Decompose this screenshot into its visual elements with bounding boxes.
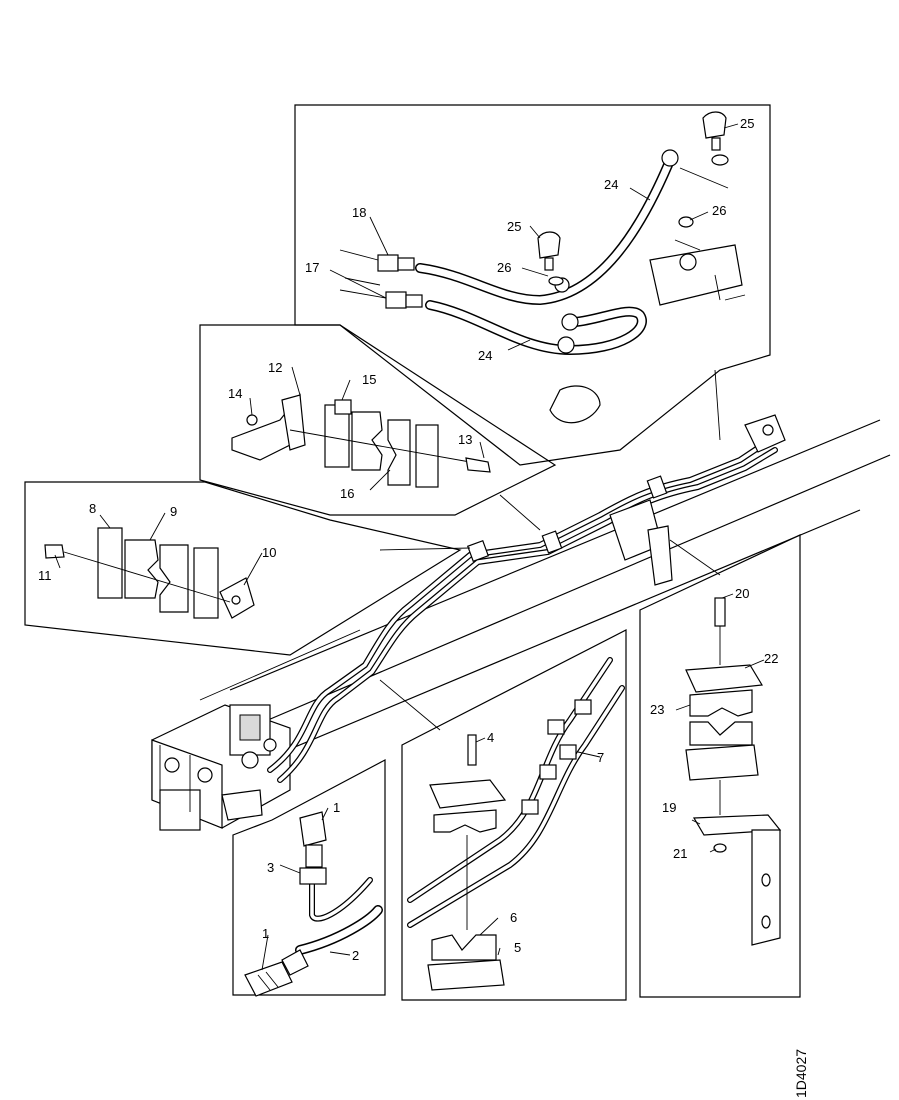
callout-3: 3 bbox=[267, 860, 274, 875]
detail-frame bbox=[24, 481, 462, 656]
callout-13: 13 bbox=[458, 432, 472, 447]
detail-frame bbox=[232, 759, 386, 996]
callout-11: 11 bbox=[38, 568, 52, 583]
callout-26-left: 26 bbox=[497, 260, 511, 275]
detail-frame bbox=[401, 629, 627, 1001]
control-valve-block bbox=[151, 704, 291, 831]
callout-24-upper: 24 bbox=[604, 177, 618, 192]
callout-7: 7 bbox=[597, 750, 604, 765]
drawing-reference-number: 1D4027 bbox=[793, 1049, 809, 1098]
callout-6: 6 bbox=[510, 910, 517, 925]
detail-clamp-4-7 bbox=[401, 629, 627, 1001]
detail-clamp-12-16 bbox=[199, 324, 557, 516]
detail-fittings-1-3 bbox=[232, 759, 386, 997]
callout-1-bottom: 1 bbox=[262, 926, 269, 941]
callout-24-lower: 24 bbox=[478, 348, 492, 363]
callout-15: 15 bbox=[362, 372, 376, 387]
callout-2: 2 bbox=[352, 948, 359, 963]
callout-5: 5 bbox=[514, 940, 521, 955]
detail-hoses bbox=[294, 104, 771, 466]
callout-17: 17 bbox=[305, 260, 319, 275]
callout-12: 12 bbox=[268, 360, 282, 375]
callout-25-left: 25 bbox=[507, 219, 521, 234]
callout-labels: 1 3 1 2 4 6 5 7 8 9 10 11 12 13 14 15 16… bbox=[38, 116, 778, 963]
callout-14: 14 bbox=[228, 386, 242, 401]
callout-4: 4 bbox=[487, 730, 494, 745]
callout-22: 22 bbox=[764, 651, 778, 666]
main-assembly bbox=[151, 414, 891, 831]
detail-clamp-8-11 bbox=[24, 481, 462, 656]
callout-9: 9 bbox=[170, 504, 177, 519]
callout-8: 8 bbox=[89, 501, 96, 516]
callout-16: 16 bbox=[340, 486, 354, 501]
callout-26-right: 26 bbox=[712, 203, 726, 218]
callout-18: 18 bbox=[352, 205, 366, 220]
detail-frame bbox=[639, 534, 801, 998]
callout-25-right: 25 bbox=[740, 116, 754, 131]
pipe-run bbox=[267, 414, 786, 783]
detail-frame bbox=[199, 324, 557, 516]
callout-23: 23 bbox=[650, 702, 664, 717]
detail-pointer-lines bbox=[379, 369, 721, 731]
callout-leaders bbox=[54, 123, 765, 971]
callout-21: 21 bbox=[673, 846, 687, 861]
callout-1-top: 1 bbox=[333, 800, 340, 815]
callout-10: 10 bbox=[262, 545, 276, 560]
callout-19: 19 bbox=[662, 800, 676, 815]
detail-bracket-19-23 bbox=[639, 534, 801, 998]
callout-20: 20 bbox=[735, 586, 749, 601]
